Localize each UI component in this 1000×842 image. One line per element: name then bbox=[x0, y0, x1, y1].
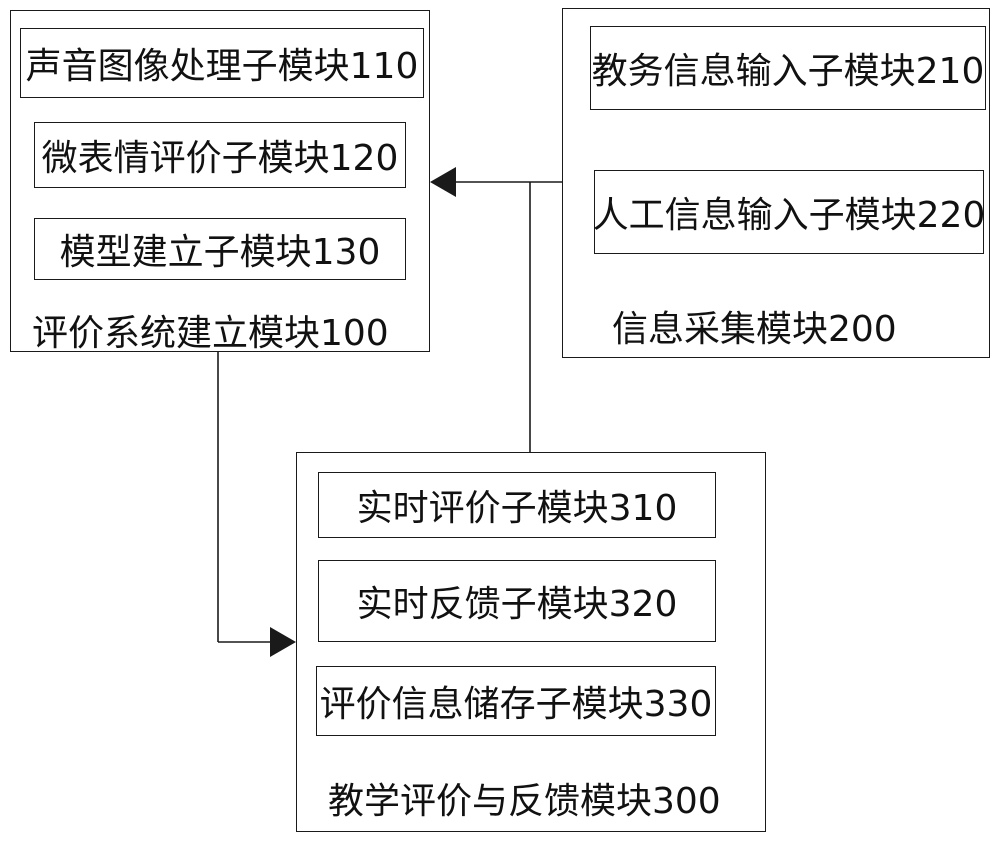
arrow-head-into-100 bbox=[430, 167, 456, 197]
sub-module-330: 评价信息储存子模块330 bbox=[316, 666, 716, 736]
sub-module-320: 实时反馈子模块320 bbox=[318, 560, 716, 642]
sub-module-220: 人工信息输入子模块220 bbox=[594, 170, 984, 254]
sub-module-210: 教务信息输入子模块210 bbox=[590, 26, 986, 110]
module-300-title: 教学评价与反馈模块300 bbox=[328, 772, 721, 824]
sub-module-120: 微表情评价子模块120 bbox=[34, 122, 406, 188]
sub-module-310: 实时评价子模块310 bbox=[318, 472, 716, 538]
module-100-title: 评价系统建立模块100 bbox=[32, 304, 389, 356]
arrow-head-into-300 bbox=[270, 627, 296, 657]
sub-module-110: 声音图像处理子模块110 bbox=[20, 28, 424, 98]
module-200-title: 信息采集模块200 bbox=[612, 300, 897, 352]
sub-module-130: 模型建立子模块130 bbox=[34, 218, 406, 280]
